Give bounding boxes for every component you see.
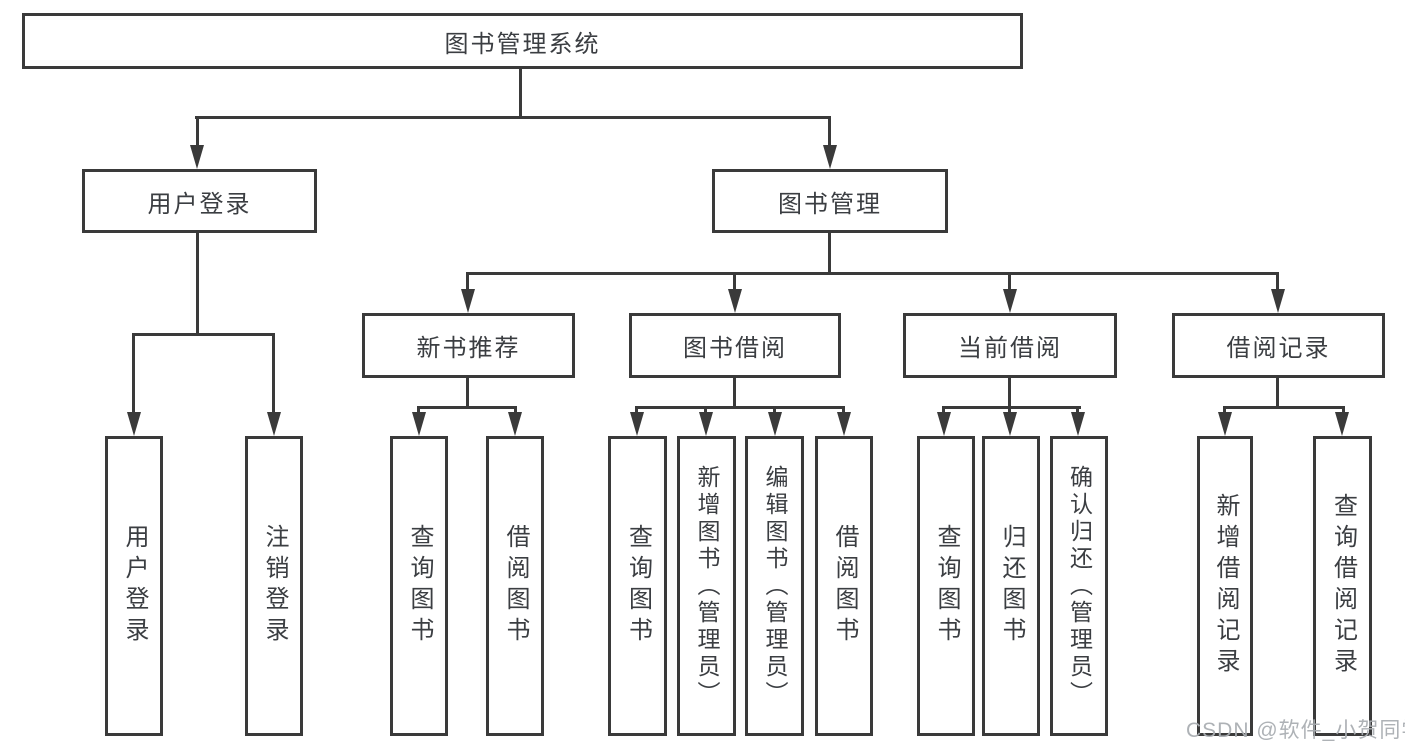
connector-line [733,272,736,292]
arrowhead [508,412,522,436]
leaf-recommend-query-books: 查询图书 [390,436,448,736]
connector-line [417,406,420,414]
node-label: 查询图书 [406,524,433,648]
connector-line [466,272,1279,275]
connector-line [828,116,831,148]
connector-line [519,69,522,119]
leaf-borrow-borrow-books: 借阅图书 [815,436,873,736]
connector-line [1008,406,1011,414]
node-user-login: 用户登录 [82,169,317,233]
node-label: 借阅记录 [1226,335,1331,362]
connector-line [1008,378,1011,409]
connector-line [942,406,945,414]
arrowhead [267,412,281,436]
leaf-user-login: 用户登录 [105,436,163,736]
connector-line [828,233,831,275]
leaf-recommend-borrow-books: 借阅图书 [486,436,544,736]
node-label: 用户登录 [147,190,252,218]
connector-line [272,333,275,414]
arrowhead [1003,289,1017,313]
leaf-borrow-edit-books-admin: 编辑图书（管理员） [745,436,804,736]
node-label: 查询图书 [624,524,652,648]
leaf-logout: 注销登录 [245,436,303,736]
node-label: 借阅图书 [502,524,529,648]
connector-line [195,116,831,119]
leaf-current-return-books: 归还图书 [982,436,1040,736]
arrowhead [412,412,426,436]
node-label: 当前借阅 [958,335,1062,362]
node-label: 图书管理 [778,190,882,218]
connector-line [1342,406,1345,414]
node-label: 新书推荐 [416,335,521,362]
leaf-borrow-add-books-admin: 新增图书（管理员） [677,436,736,736]
arrowhead [768,412,782,436]
connector-line [514,406,517,414]
leaf-current-query-books: 查询图书 [917,436,975,736]
connector-line [132,333,135,414]
arrowhead [1335,412,1349,436]
arrowhead [1071,412,1085,436]
connector-line [942,406,1081,409]
connector-line [1076,406,1079,414]
node-label: 新增图书（管理员） [694,464,720,708]
arrowhead [1218,412,1232,436]
arrowhead [630,412,644,436]
node-label: 查询图书 [933,524,960,648]
arrowhead [728,289,742,313]
arrowhead [127,412,141,436]
arrowhead [937,412,951,436]
node-book-borrow: 图书借阅 [629,313,841,378]
leaf-records-query-record: 查询借阅记录 [1313,436,1372,736]
connector-line [196,233,199,336]
arrowhead [1003,412,1017,436]
connector-line [773,406,776,414]
csdn-watermark: CSDN @软件_小贺同学 [1186,719,1405,742]
node-label: 新增借阅记录 [1212,493,1239,679]
node-label: 用户登录 [121,524,148,648]
connector-line [132,333,275,336]
connector-line [635,406,638,414]
node-label: 图书管理系统 [444,30,601,58]
node-book-management: 图书管理 [712,169,948,233]
connector-line [196,116,199,148]
arrowhead [823,145,837,169]
node-label: 注销登录 [261,524,288,648]
connector-line [466,378,469,409]
node-label: 确认归还（管理员） [1066,464,1093,708]
node-current-borrow: 当前借阅 [903,313,1117,378]
leaf-borrow-query-books: 查询图书 [608,436,667,736]
arrowhead [190,145,204,169]
connector-line [635,406,845,409]
connector-line [733,378,736,409]
connector-line [1276,272,1279,292]
connector-line [704,406,707,414]
node-new-book-recommend: 新书推荐 [362,313,575,378]
node-label: 图书借阅 [683,335,787,362]
node-label: 查询借阅记录 [1329,493,1357,679]
connector-line [417,406,517,409]
connector-line [1223,406,1345,409]
arrowhead [461,289,475,313]
node-label: 编辑图书（管理员） [762,464,788,708]
node-label: 借阅图书 [831,524,858,648]
leaf-records-add-record: 新增借阅记录 [1197,436,1253,736]
connector-line [1008,272,1011,292]
node-label: 归还图书 [998,524,1025,648]
arrowhead [837,412,851,436]
connector-line [1223,406,1226,414]
arrowhead [699,412,713,436]
connector-line [466,272,469,292]
arrowhead [1271,289,1285,313]
connector-line [1276,378,1279,409]
leaf-current-confirm-return-admin: 确认归还（管理员） [1050,436,1108,736]
node-library-system: 图书管理系统 [22,13,1023,69]
connector-line [842,406,845,414]
node-borrow-records: 借阅记录 [1172,313,1385,378]
